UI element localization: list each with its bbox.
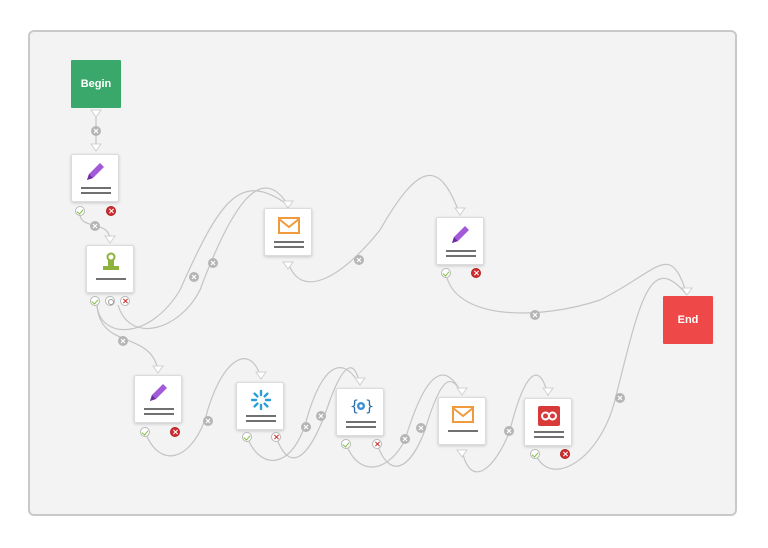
- error-port[interactable]: [471, 268, 481, 278]
- spinner-icon: [250, 389, 272, 411]
- edit-node-1[interactable]: [71, 154, 119, 202]
- connector-remove-icon: [90, 221, 100, 231]
- arrow-head: [255, 371, 267, 380]
- node-lines: [274, 241, 304, 251]
- success-port[interactable]: [90, 296, 100, 306]
- end-node[interactable]: End: [663, 296, 713, 344]
- arrow-head: [681, 287, 693, 296]
- node-lines: [81, 187, 111, 197]
- approval-node[interactable]: [86, 245, 134, 293]
- connector-spinner-script-b: [275, 367, 361, 459]
- connector-edit2-end: [446, 263, 688, 314]
- search-port[interactable]: [105, 296, 115, 306]
- edit-node-3[interactable]: [134, 375, 182, 423]
- node-lines: [246, 415, 276, 425]
- connector-remove-icon: [208, 258, 218, 268]
- edit-node-2[interactable]: [436, 217, 484, 265]
- success-port[interactable]: [530, 449, 540, 459]
- connector-loop-end: [534, 277, 688, 470]
- error-port[interactable]: [120, 296, 130, 306]
- connector-approval-email1: [96, 190, 289, 331]
- envelope-icon: [452, 406, 474, 423]
- connector-remove-icon: [504, 426, 514, 436]
- end-label: End: [677, 314, 699, 326]
- connector-remove-icon: [530, 310, 540, 320]
- spinner-node[interactable]: [236, 382, 284, 430]
- error-port[interactable]: [106, 206, 116, 216]
- email-node-2[interactable]: [438, 397, 486, 445]
- node-lines: [534, 431, 564, 441]
- connector-remove-icon: [354, 255, 364, 265]
- begin-label: Begin: [80, 78, 112, 90]
- pencil-icon: [87, 163, 104, 180]
- connector-remove-icon: [203, 416, 213, 426]
- success-port[interactable]: [140, 427, 150, 437]
- code-gear-icon: {}: [350, 397, 373, 415]
- arrow-head: [454, 207, 466, 216]
- stamp-icon: [103, 252, 119, 270]
- arrow-head: [456, 387, 468, 396]
- arrow-head: [90, 109, 102, 118]
- arrow-head: [104, 235, 116, 244]
- error-port[interactable]: [560, 449, 570, 459]
- loop-node[interactable]: [524, 398, 572, 446]
- arrow-head: [282, 200, 294, 209]
- arrow-head: [90, 143, 102, 152]
- success-port[interactable]: [242, 432, 252, 442]
- node-lines: [144, 408, 174, 418]
- connector-remove-icon: [118, 336, 128, 346]
- connector-remove-icon: [400, 434, 410, 444]
- error-port[interactable]: [170, 427, 180, 437]
- connector-remove-icon: [416, 423, 426, 433]
- connector-remove-icon: [615, 393, 625, 403]
- arrow-head: [456, 449, 468, 458]
- success-port[interactable]: [341, 439, 351, 449]
- svg-text:{: {: [350, 397, 359, 415]
- node-lines: [448, 430, 478, 435]
- connector-email1-edit2: [287, 174, 461, 283]
- success-port[interactable]: [441, 268, 451, 278]
- loop-icon: [538, 406, 560, 426]
- envelope-icon: [278, 217, 300, 234]
- svg-text:}: }: [365, 397, 373, 415]
- node-lines: [96, 278, 126, 283]
- error-port[interactable]: [271, 432, 281, 442]
- node-lines: [346, 421, 376, 431]
- connector-remove-icon: [301, 422, 311, 432]
- arrow-head: [354, 377, 366, 386]
- begin-node[interactable]: Begin: [71, 60, 121, 108]
- connector-approval-email1b: [117, 187, 289, 330]
- email-node-1[interactable]: [264, 208, 312, 256]
- connector-remove-icon: [316, 411, 326, 421]
- arrow-head: [152, 365, 164, 374]
- success-port[interactable]: [75, 206, 85, 216]
- error-port[interactable]: [372, 439, 382, 449]
- arrow-head: [542, 387, 554, 396]
- pencil-icon: [452, 226, 469, 243]
- node-lines: [446, 250, 476, 260]
- pencil-icon: [150, 384, 167, 401]
- connector-remove-icon: [189, 272, 199, 282]
- connector-remove-icon: [91, 126, 101, 136]
- connector-approval-edit3: [96, 304, 159, 371]
- script-node[interactable]: {}: [336, 388, 384, 436]
- arrow-head: [282, 261, 294, 270]
